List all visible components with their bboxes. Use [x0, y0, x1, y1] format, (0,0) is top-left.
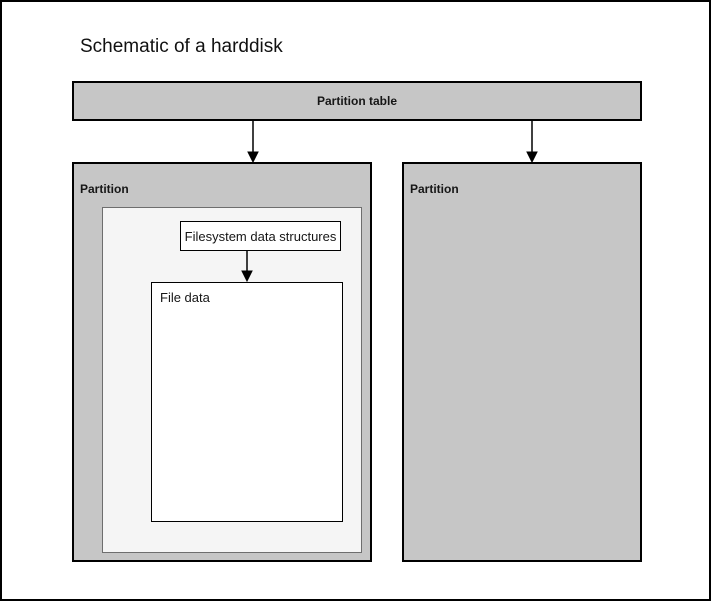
partition-table-label: Partition table	[316, 94, 397, 108]
arrow-table-to-left-partition-icon	[247, 121, 259, 164]
partition-left-label: Partition	[80, 182, 129, 196]
partition-right-label: Partition	[410, 182, 459, 196]
filesystem-data-structures-label: Filesystem data structures	[184, 228, 337, 244]
partition-table-box: Partition table	[72, 81, 642, 121]
filesystem-data-structures-box: Filesystem data structures	[180, 221, 341, 251]
diagram-title: Schematic of a harddisk	[80, 36, 283, 57]
file-data-box: File data	[151, 282, 343, 522]
file-data-label: File data	[160, 290, 210, 305]
arrow-table-to-right-partition-icon	[526, 121, 538, 164]
partition-right-box: Partition	[402, 162, 642, 562]
